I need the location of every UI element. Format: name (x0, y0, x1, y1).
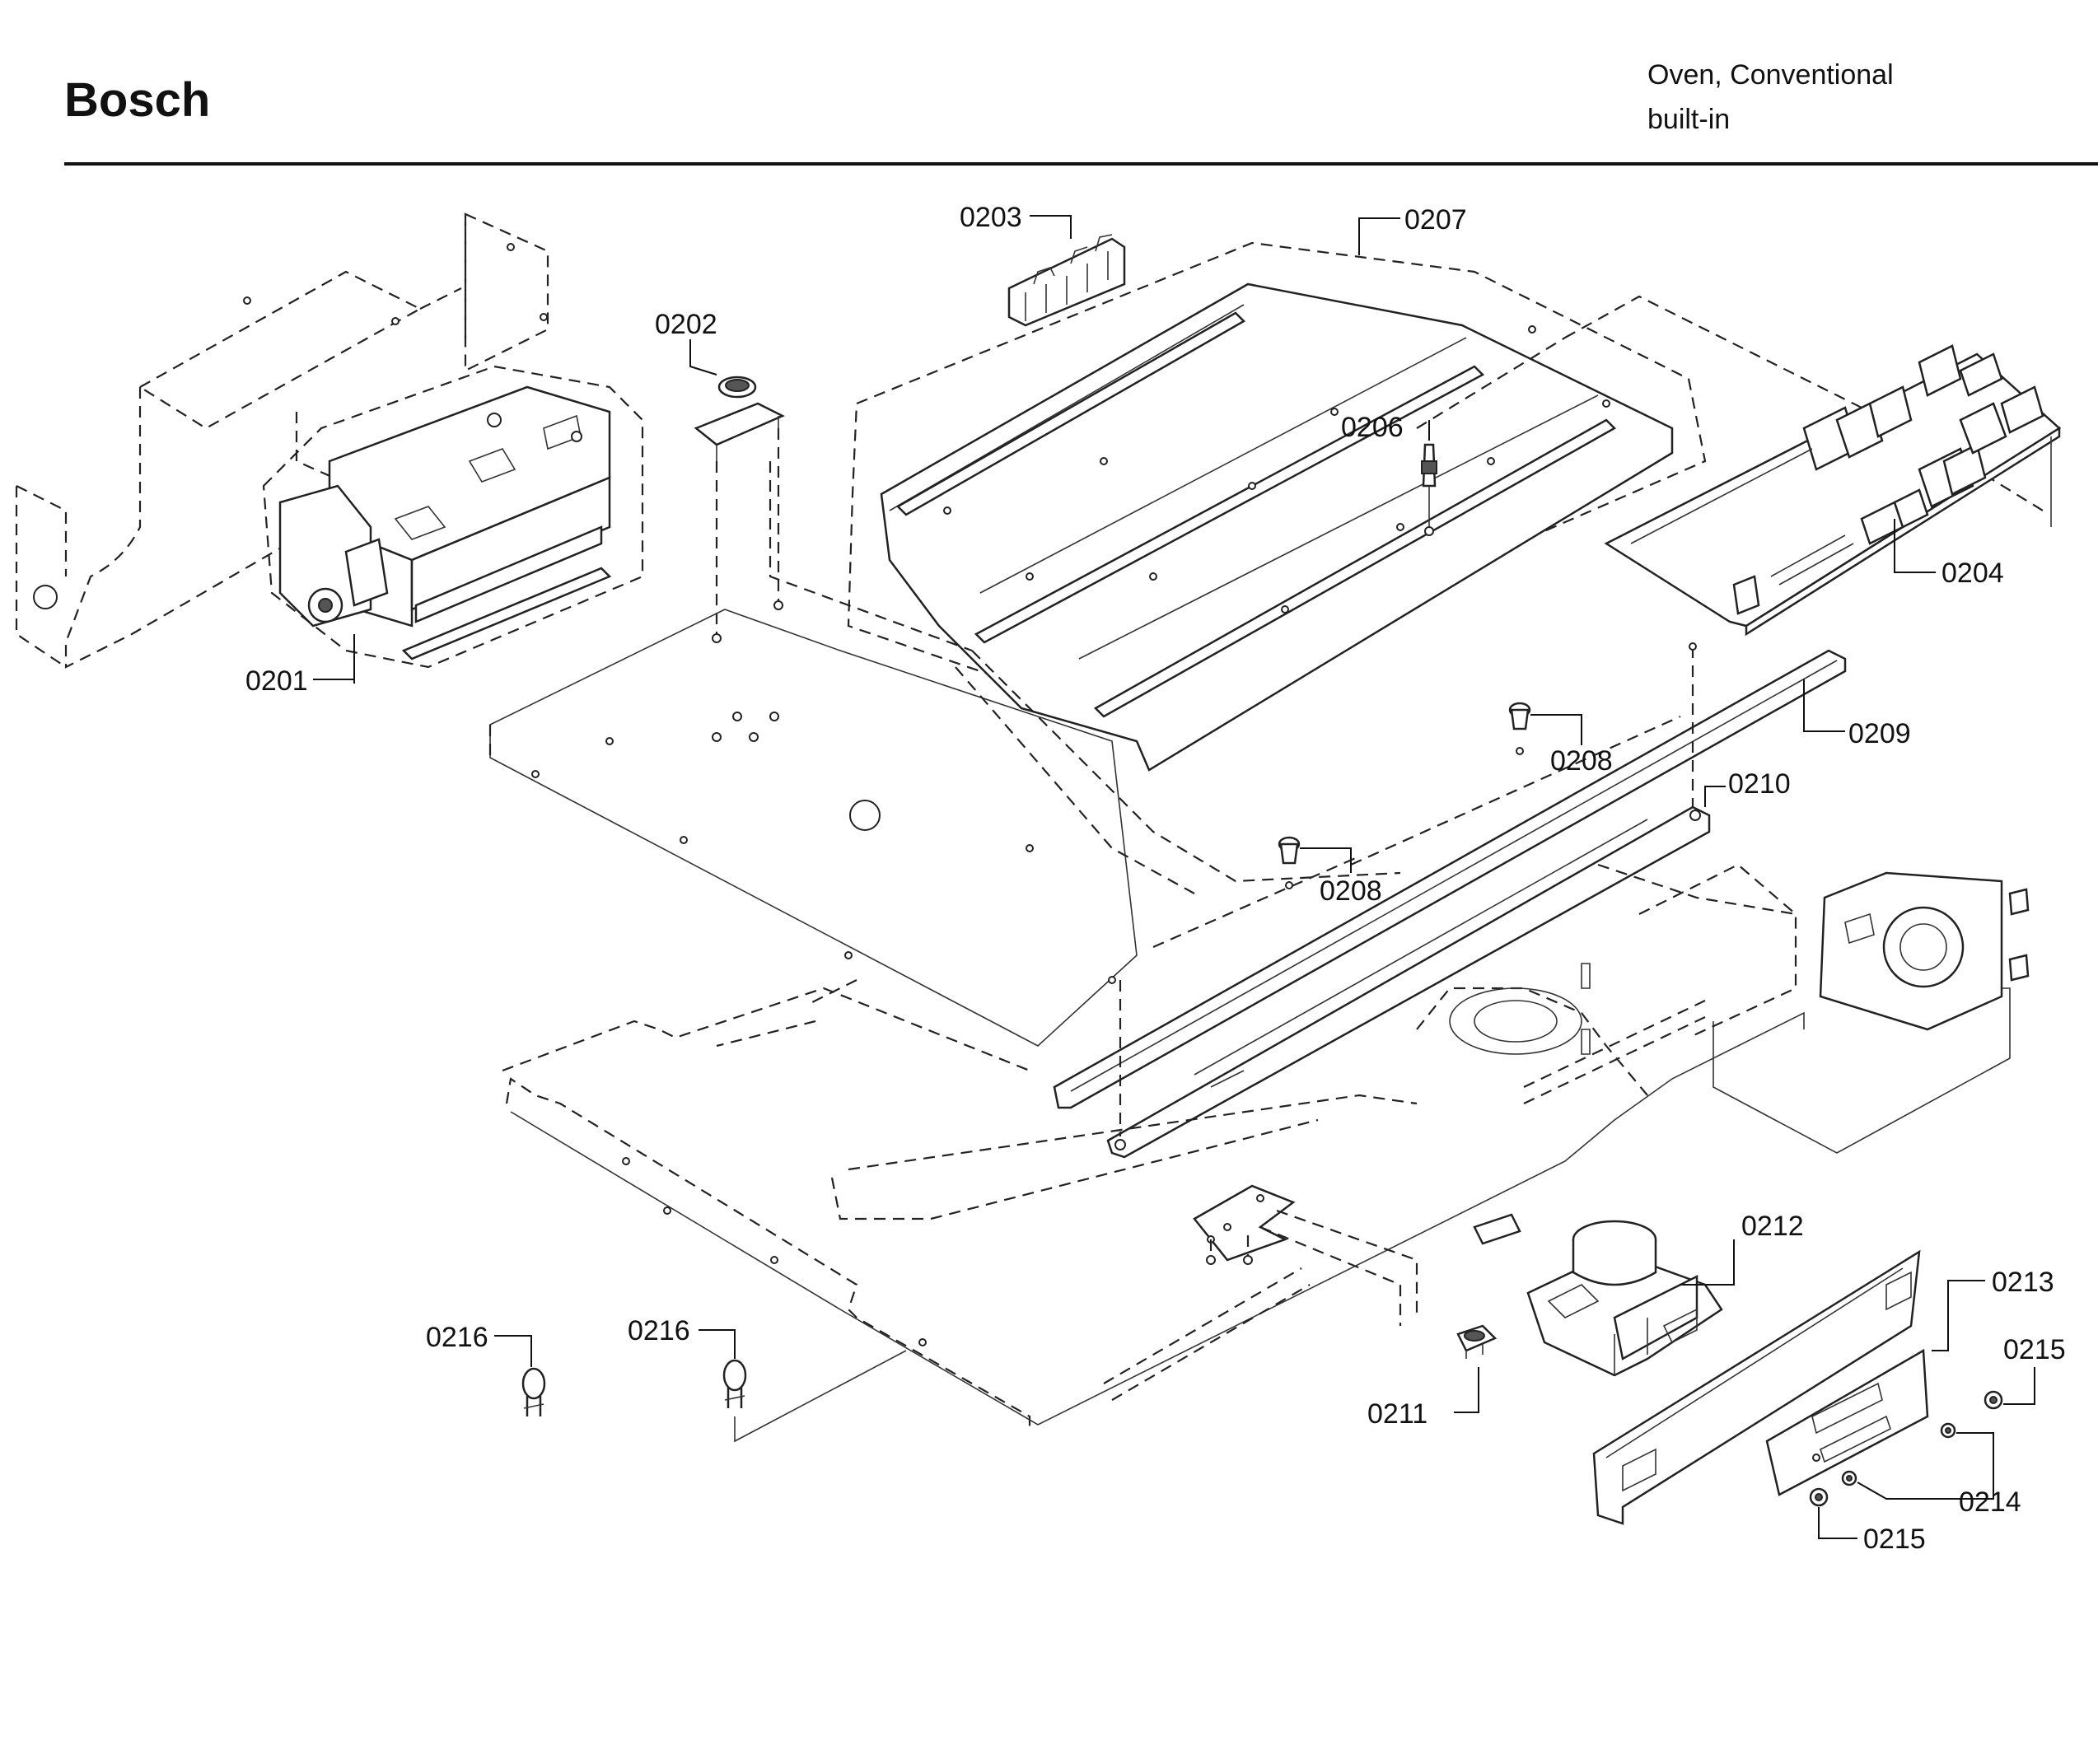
oven-bottom-frame (502, 863, 1805, 1433)
callout-0208-lower: 0208 (1320, 875, 1382, 907)
sensor-clip-lower (1278, 836, 1301, 889)
screw-upper-right (1984, 1390, 2003, 1410)
appliance-type: Oven, Conventional (1647, 59, 1894, 91)
hi-limit-thermostat (694, 376, 785, 643)
temperature-sensor-pin (1421, 443, 1437, 536)
callout-0215-lower: 0215 (1863, 1524, 1926, 1555)
screw-middle (1841, 1422, 1956, 1486)
brand-title: Bosch (64, 73, 211, 127)
support-rail (1053, 642, 1847, 1109)
callout-0215-upper: 0215 (2003, 1334, 2066, 1365)
callout-0213: 0213 (1992, 1267, 2054, 1298)
control-cover-panel (847, 241, 1707, 772)
mounting-bracket (1193, 1184, 1418, 1326)
callout-0204: 0204 (1941, 558, 2004, 589)
callout-0201: 0201 (245, 665, 308, 697)
callout-0212: 0212 (1741, 1211, 1804, 1242)
callout-0202: 0202 (655, 309, 717, 340)
callout-0216-left: 0216 (426, 1322, 488, 1353)
leveling-clip-right (722, 1359, 747, 1408)
screw-lower (1809, 1487, 1829, 1507)
callout-0210: 0210 (1728, 768, 1791, 800)
leveling-clip-left (521, 1367, 546, 1416)
header-divider (64, 162, 2098, 166)
relay-control-board (1416, 295, 2062, 637)
callout-0209: 0209 (1848, 718, 1911, 749)
callout-0214: 0214 (1959, 1486, 2021, 1518)
oven-top-panel (488, 461, 1681, 1047)
convection-fan-motor-assembly (262, 365, 644, 669)
callout-0216-right: 0216 (628, 1315, 690, 1346)
mounting-plate (1592, 1249, 1929, 1525)
fan-cover-plate (1713, 871, 2030, 1154)
callout-0208-upper: 0208 (1550, 745, 1613, 777)
terminal-block (1007, 234, 1126, 327)
callout-0203: 0203 (960, 202, 1022, 233)
sensor-clip-upper (1508, 702, 1531, 755)
callout-0211: 0211 (1367, 1398, 1427, 1430)
thermal-switch (1456, 1213, 1521, 1359)
callout-0207: 0207 (1404, 204, 1467, 236)
cooling-fan-motor (1526, 1220, 1723, 1377)
callout-0206: 0206 (1341, 412, 1404, 443)
appliance-subtype: built-in (1647, 104, 1731, 135)
trim-strip (1106, 805, 1711, 1159)
